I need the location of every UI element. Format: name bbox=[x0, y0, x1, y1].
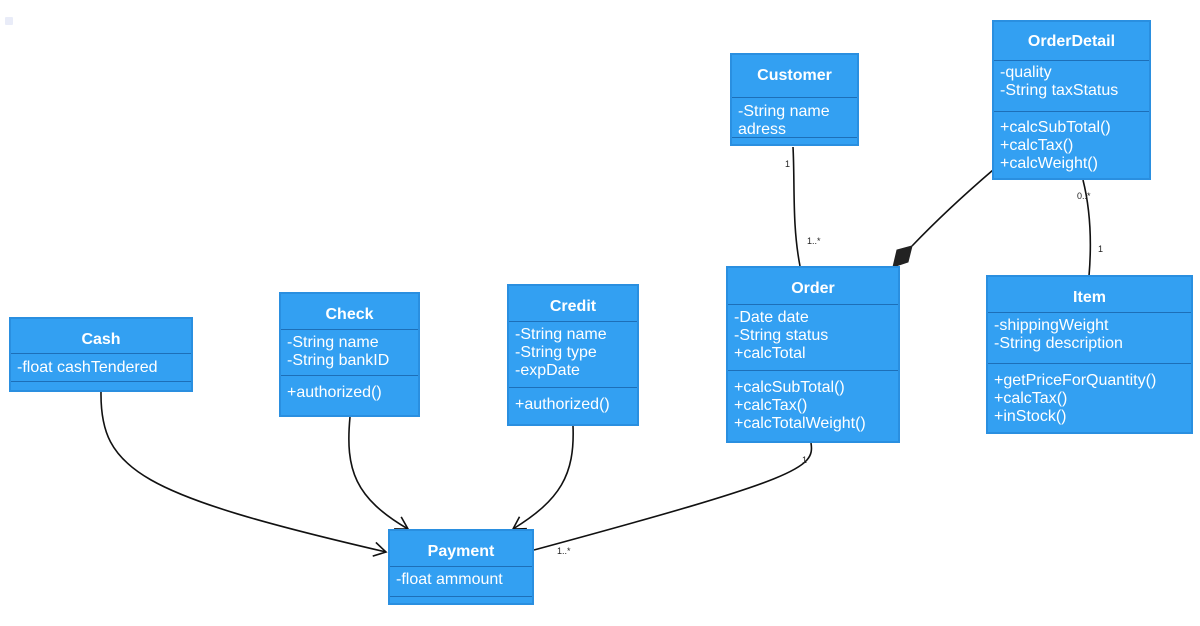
attribute-line: -float cashTendered bbox=[17, 359, 158, 376]
attribute-line: adress bbox=[738, 121, 787, 138]
attribute-line: -expDate bbox=[515, 362, 580, 379]
attribute-line: -String bankID bbox=[287, 352, 390, 369]
class-customer-title: Customer bbox=[732, 55, 857, 98]
class-item-attributes: -shippingWeight -String description bbox=[988, 313, 1191, 364]
method-line: +calcTax() bbox=[734, 397, 808, 414]
multiplicity-customer-end: 1 bbox=[785, 159, 790, 169]
multiplicity-item-end: 1 bbox=[1098, 244, 1103, 254]
class-customer[interactable]: Customer -String name adress bbox=[730, 53, 859, 146]
attribute-line: -Date date bbox=[734, 309, 809, 326]
class-order-attributes: -Date date -String status +calcTotal bbox=[728, 305, 898, 371]
class-check[interactable]: Check -String name -String bankID +autho… bbox=[279, 292, 420, 417]
class-payment-attributes: -float ammount bbox=[390, 567, 532, 597]
generalization-cash-payment[interactable] bbox=[100, 391, 388, 557]
method-line: +authorized() bbox=[287, 384, 382, 401]
class-order-methods: +calcSubTotal() +calcTax() +calcTotalWei… bbox=[728, 371, 898, 438]
class-order-title: Order bbox=[728, 268, 898, 305]
attribute-line: -String name bbox=[287, 334, 379, 351]
method-line: +calcTax() bbox=[994, 390, 1068, 407]
attribute-line: +calcTotal bbox=[734, 345, 806, 362]
class-cash[interactable]: Cash -float cashTendered bbox=[9, 317, 193, 392]
association-orderdetail-item[interactable] bbox=[1082, 179, 1092, 277]
attribute-line: -String name bbox=[738, 103, 830, 120]
class-item-title: Item bbox=[988, 277, 1191, 313]
composition-orderdetail-order[interactable] bbox=[911, 169, 994, 247]
attribute-line: -String type bbox=[515, 344, 597, 361]
attribute-line: -String status bbox=[734, 327, 829, 344]
class-payment-methods bbox=[390, 597, 532, 603]
class-check-attributes: -String name -String bankID bbox=[281, 330, 418, 376]
class-credit[interactable]: Credit -String name -String type -expDat… bbox=[507, 284, 639, 426]
generalization-credit-payment[interactable] bbox=[511, 425, 574, 530]
attribute-line: -float ammount bbox=[396, 571, 503, 588]
class-orderdetail[interactable]: OrderDetail -quality -String taxStatus +… bbox=[992, 20, 1151, 180]
class-orderdetail-attributes: -quality -String taxStatus bbox=[994, 61, 1149, 112]
class-payment[interactable]: Payment -float ammount bbox=[388, 529, 534, 605]
class-cash-title: Cash bbox=[11, 319, 191, 354]
method-line: +calcTax() bbox=[1000, 137, 1074, 154]
class-payment-title: Payment bbox=[390, 531, 532, 567]
attribute-line: -String taxStatus bbox=[1000, 82, 1119, 99]
class-item-methods: +getPriceForQuantity() +calcTax() +inSto… bbox=[988, 364, 1191, 431]
class-check-title: Check bbox=[281, 294, 418, 330]
class-credit-methods: +authorized() bbox=[509, 388, 637, 419]
method-line: +calcWeight() bbox=[1000, 155, 1098, 172]
multiplicity-payment-end: 1..* bbox=[557, 546, 571, 556]
class-credit-attributes: -String name -String type -expDate bbox=[509, 322, 637, 388]
class-orderdetail-methods: +calcSubTotal() +calcTax() +calcWeight() bbox=[994, 112, 1149, 178]
method-line: +calcSubTotal() bbox=[734, 379, 845, 396]
class-orderdetail-title: OrderDetail bbox=[994, 22, 1149, 61]
class-credit-title: Credit bbox=[509, 286, 637, 322]
class-cash-attributes: -float cashTendered bbox=[11, 354, 191, 382]
attribute-line: -String name bbox=[515, 326, 607, 343]
method-line: +calcSubTotal() bbox=[1000, 119, 1111, 136]
class-customer-attributes: -String name adress bbox=[732, 98, 857, 138]
multiplicity-order-end-payment: 1 bbox=[802, 455, 807, 465]
composition-diamond-icon bbox=[892, 245, 913, 268]
multiplicity-order-end-customer: 1..* bbox=[807, 236, 821, 246]
class-item[interactable]: Item -shippingWeight -String description… bbox=[986, 275, 1193, 434]
method-line: +calcTotalWeight() bbox=[734, 415, 866, 432]
multiplicity-orderdetail-end: 0..* bbox=[1077, 191, 1091, 201]
generalization-check-payment[interactable] bbox=[348, 416, 410, 530]
association-customer-order[interactable] bbox=[792, 146, 801, 267]
method-line: +getPriceForQuantity() bbox=[994, 372, 1157, 389]
attribute-line: -shippingWeight bbox=[994, 317, 1109, 334]
class-cash-methods bbox=[11, 382, 191, 390]
class-check-methods: +authorized() bbox=[281, 376, 418, 407]
method-line: +authorized() bbox=[515, 396, 610, 413]
attribute-line: -quality bbox=[1000, 64, 1052, 81]
association-order-payment[interactable] bbox=[533, 442, 813, 551]
method-line: +inStock() bbox=[994, 408, 1067, 425]
class-order[interactable]: Order -Date date -String status +calcTot… bbox=[726, 266, 900, 443]
attribute-line: -String description bbox=[994, 335, 1123, 352]
canvas-corner-marker bbox=[5, 17, 13, 25]
